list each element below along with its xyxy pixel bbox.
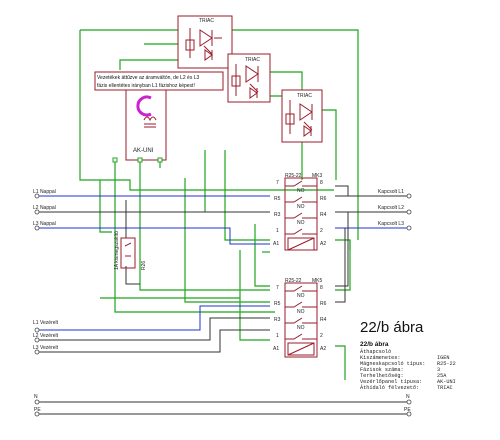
wires-green <box>79 29 359 380</box>
mk5-row-3: R3 NO R4 <box>274 317 327 331</box>
svg-text:A2: A2 <box>320 346 326 352</box>
figure-subtitle: 22/b ábra <box>360 341 389 348</box>
bus-pe-left: PE <box>34 407 41 413</box>
svg-text:7: 7 <box>276 285 279 291</box>
svg-text:A2: A2 <box>320 241 326 247</box>
svg-text:1: 1 <box>276 333 279 339</box>
svg-text:2: 2 <box>320 228 323 234</box>
controller-ak-uni: AK-UNI <box>112 87 167 163</box>
svg-text:R5: R5 <box>274 301 281 307</box>
mk5-coil: A1 A2 <box>273 342 326 356</box>
contactor-mk5-model: R25-22 <box>285 278 302 284</box>
spec-key-0: Áthapcsoló <box>360 348 391 355</box>
spec-key-1: Kiszámenetes: <box>360 355 400 361</box>
outputs: Kapcsolt L1 Kapcsolt L2 Kapcsolt L3 <box>378 189 412 231</box>
svg-text:A1: A1 <box>273 346 279 352</box>
triac-1: TRIAC <box>177 15 233 69</box>
spec-value-5: AK-UNI <box>437 379 456 385</box>
spec-key-4: Terhelhetőség: <box>360 373 404 379</box>
svg-text:8: 8 <box>320 285 323 291</box>
mk3-row-2: R5 NO R6 <box>274 196 327 210</box>
title-block: 22/b ábra 22/b ábra Áthapcsoló Kiszámene… <box>360 319 456 391</box>
spec-key-6: Áthídaló félvezető: <box>360 384 419 391</box>
triac-3-label: TRIAC <box>297 93 312 99</box>
spec-key-3: Fázisok száma: <box>360 367 404 373</box>
contactor-mk3-tag: MK3 <box>312 173 323 179</box>
svg-text:NO: NO <box>297 204 305 210</box>
spec-value-2: R25-22 <box>437 361 456 367</box>
triac-3: TRIAC <box>281 89 323 143</box>
spec-value-6: TRIAC <box>437 385 453 391</box>
spec-value-4: 25A <box>437 373 447 379</box>
svg-text:NO: NO <box>297 188 305 194</box>
triac-2-label: TRIAC <box>245 57 260 63</box>
svg-text:R4: R4 <box>320 212 327 218</box>
mk3-row-3: R3 NO R4 <box>274 212 327 226</box>
mk3-coil: A1 A2 <box>273 237 326 251</box>
bus-n-right: N <box>406 394 410 400</box>
night-inputs: L1 Vezérelt L2 Vezérelt L3 Vezérelt <box>33 320 59 355</box>
mk5-row-4: 1 2 <box>276 333 323 340</box>
svg-text:1: 1 <box>276 228 279 234</box>
output-l3: Kapcsolt L3 <box>378 221 404 227</box>
input-l1-day: L1 Nappal <box>33 189 56 195</box>
neutral-pe-bus: N PE N PE <box>34 394 412 417</box>
svg-text:R3: R3 <box>274 212 281 218</box>
bus-pe-right: PE <box>404 407 411 413</box>
spec-key-2: Mágneskapcsoló típus: <box>360 361 425 367</box>
contactor-mk3-model: R25-22 <box>285 173 302 179</box>
svg-text:NO: NO <box>297 220 305 226</box>
mk5-row-1: 7 NO 8 <box>276 285 323 299</box>
note-line-2: fázis ellentétes irányban L1 fázishoz ké… <box>97 83 195 89</box>
contactor-mk5-tag: MK5 <box>312 278 323 284</box>
triac-1-label: TRIAC <box>199 18 214 24</box>
input-l2-night: L2 Vezérelt <box>33 333 59 339</box>
svg-text:R3: R3 <box>274 317 281 323</box>
bus-n-left: N <box>34 394 38 400</box>
input-l1-night: L1 Vezérelt <box>33 320 59 326</box>
mk3-row-4: 1 2 <box>276 228 323 235</box>
spec-value-3: 3 <box>437 367 440 373</box>
svg-text:R6: R6 <box>320 301 327 307</box>
day-inputs: L1 Nappal L2 Nappal L3 Nappal <box>33 189 56 231</box>
warning-note: Vezetékek áttűzve az áramváltón, de L2 é… <box>94 71 224 91</box>
mk3-row-1: 7 NO 8 <box>276 180 323 194</box>
input-l3-day: L3 Nappal <box>33 221 56 227</box>
svg-text:NO: NO <box>297 325 305 331</box>
spec-value-1: IGEN <box>437 355 449 361</box>
svg-text:A1: A1 <box>273 241 279 247</box>
note-line-1: Vezetékek áttűzve az áramváltón, de L2 é… <box>97 75 200 81</box>
svg-text:7: 7 <box>276 180 279 186</box>
breaker-label: 1A kismegszakító <box>114 231 120 270</box>
breaker-r26: 1A kismegszakító R26 <box>114 231 147 270</box>
svg-text:NO: NO <box>297 293 305 299</box>
spec-key-5: Vezérlőpanel típusa: <box>360 379 422 385</box>
svg-text:R4: R4 <box>320 317 327 323</box>
contactor-mk5: R25-22 MK5 7 NO 8 R5 NO R6 R3 NO R4 1 2 … <box>273 278 327 358</box>
svg-text:8: 8 <box>320 180 323 186</box>
svg-text:2: 2 <box>320 333 323 339</box>
controller-label: AK-UNI <box>133 148 154 154</box>
contactor-mk3: R25-22 MK3 7 NO 8 R5 NO R6 R3 NO R4 1 2 … <box>273 173 327 251</box>
wires-lines <box>38 185 408 415</box>
svg-text:NO: NO <box>297 309 305 315</box>
triac-2: TRIAC <box>227 53 271 103</box>
svg-text:R6: R6 <box>320 196 327 202</box>
breaker-tag: R26 <box>141 261 147 270</box>
ak-uni-logo-icon <box>136 95 152 117</box>
input-l2-day: L2 Nappal <box>33 205 56 211</box>
mk5-row-2: R5 NO R6 <box>274 301 327 315</box>
output-l1: Kapcsolt L1 <box>378 189 404 195</box>
figure-title: 22/b ábra <box>360 319 424 336</box>
output-l2: Kapcsolt L2 <box>378 205 404 211</box>
svg-text:R5: R5 <box>274 196 281 202</box>
input-l3-night: L3 Vezérelt <box>33 345 59 351</box>
